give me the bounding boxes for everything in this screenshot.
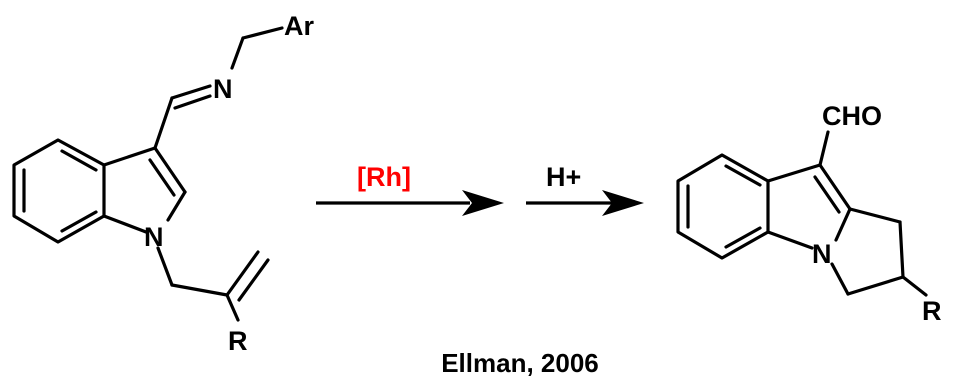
step1-reagent-label: [Rh] [357,162,411,192]
step1-arrowhead [462,190,504,216]
reactant-ch-n-2 [173,94,212,110]
reactant-structure: Ar N N R [12,11,314,356]
reactant-n1-ch2 [156,246,174,287]
reactant-ar-label: Ar [284,11,314,41]
product-c2-r [901,275,928,297]
step2-arrowhead [602,190,644,216]
product-c9-c9a-double [813,175,841,214]
reactant-r-label: R [228,326,248,356]
reactant-indole-n-label: N [144,222,164,252]
reactant-c2-n1 [166,190,187,222]
reactant-imine-n-label: N [213,74,233,104]
product-c-c9 [766,163,822,183]
reactant-alkene-2 [237,258,270,302]
product-structure: CHO N R [676,101,942,326]
reactant-benzene-double-3 [60,210,98,233]
reactant-ch2-c [170,283,229,297]
reactant-c3-ch [153,96,174,150]
step2-reagent-label: H+ [546,162,581,192]
product-c9-c9a [818,163,852,211]
product-n-label: N [812,239,832,269]
reactant-n1-c7a [102,214,148,234]
reactant-c3a-c3 [102,146,157,167]
reactant-benzene-ring [12,138,106,244]
product-c9a-c1 [848,207,902,224]
reactant-c3-c2 [153,146,187,194]
reactant-n-ch2 [230,36,245,70]
product-benzene-double-1 [724,164,762,187]
product-n-c [766,230,814,250]
product-c2-c3 [846,275,905,296]
product-r-label: R [922,296,942,326]
reactant-ch-n-1 [170,84,212,100]
product-benzene-double-3 [724,226,762,249]
product-c1-c2 [898,220,905,279]
product-benzene-ring [676,153,770,260]
reactant-benzene-double-1 [60,149,98,172]
product-c9-cho [818,130,830,167]
reaction-step-1: [Rh] [316,162,504,216]
literature-caption: Ellman, 2006 [441,348,599,378]
reactant-c-r [225,293,240,322]
reactant-alkene-1 [225,250,260,297]
product-c3-n [830,262,850,296]
reactant-c3-c2-double [148,158,176,197]
product-cho-label: CHO [822,101,882,131]
reactant-ch2-ar [241,26,284,40]
reaction-step-2: H+ [526,162,644,216]
product-c9a-n [834,207,852,242]
